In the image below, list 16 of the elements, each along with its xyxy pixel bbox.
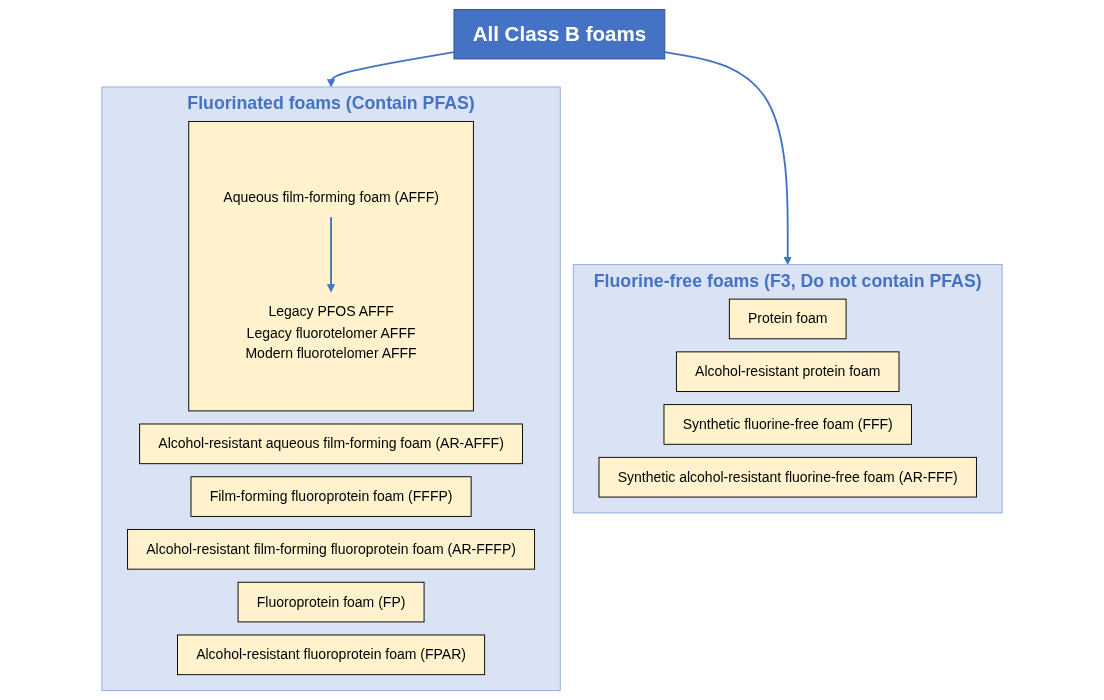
node-box: Alcohol-resistant film-forming fluoroprotein foam (AR-FFFP) [127, 529, 536, 570]
node-text: Legacy PFOS AFFF Legacy fluorotelomer AFFF Modern fluorotelomer AFFF [245, 303, 417, 361]
node-box: All Class B foams [453, 9, 666, 60]
arrow [326, 51, 455, 88]
node-box: Synthetic fluorine-free foam (FFF) [663, 404, 912, 445]
node-text: Aqueous film-forming foam (AFFF) [223, 188, 439, 205]
node-box: Synthetic alcohol-resistant fluorine-free foam (AR-FFF) [598, 456, 977, 498]
node-box: Alcohol-resistant fluoroprotein foam (FPAR) [177, 634, 486, 676]
node-box: Protein foam [728, 298, 847, 340]
cluster [188, 121, 474, 412]
node-box: Alcohol-resistant protein foam [675, 351, 900, 392]
node-box: Film-forming fluoroprotein foam (FFFP) [190, 476, 472, 517]
node-box: Fluoroprotein foam (FP) [237, 581, 425, 623]
arrow [663, 51, 792, 265]
node-box: Alcohol-resistant aqueous film-forming foam (AR-AFFF) [139, 423, 523, 465]
arrow [326, 216, 336, 293]
